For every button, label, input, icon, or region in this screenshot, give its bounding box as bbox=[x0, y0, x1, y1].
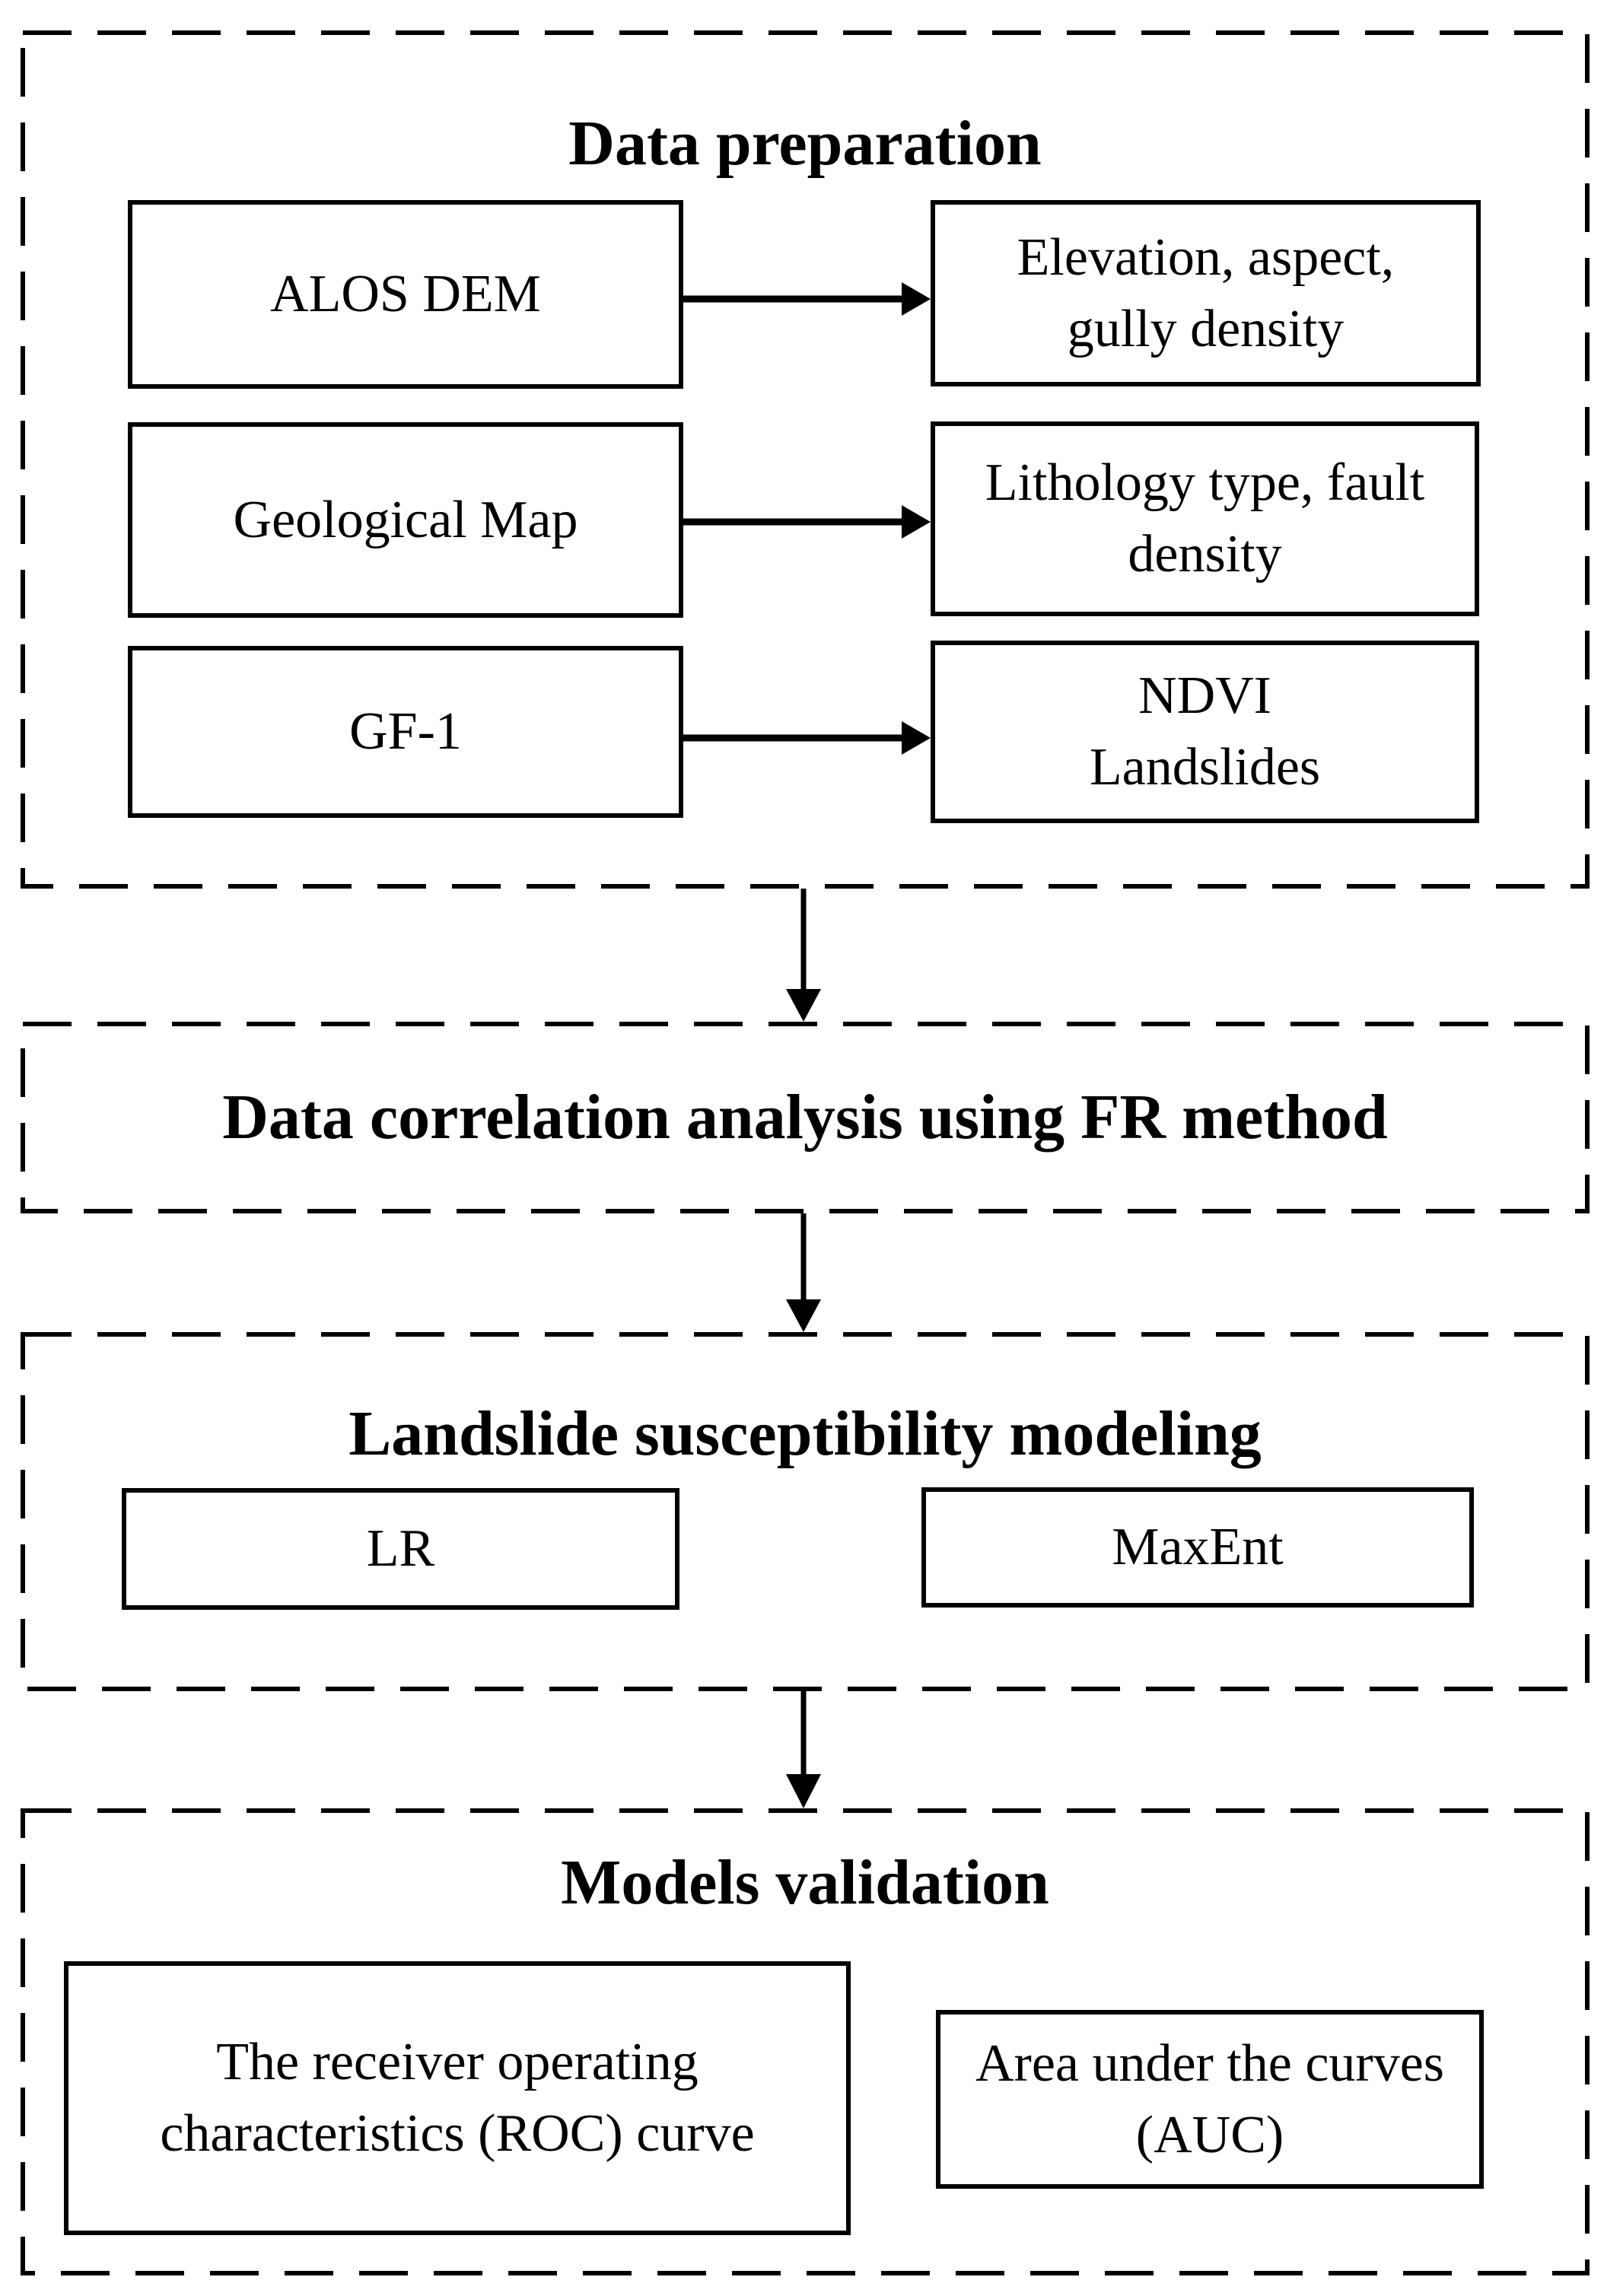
lr-model-box: LR bbox=[122, 1488, 679, 1610]
arrow-head bbox=[786, 1299, 821, 1332]
modeling-title: Landslide susceptibility modeling bbox=[348, 1398, 1262, 1469]
roc-curve-label: The receiver operating characteristics (… bbox=[160, 2033, 755, 2163]
data-preparation-section-border bbox=[21, 30, 1590, 889]
alos-dem-label: ALOS DEM bbox=[270, 265, 541, 324]
geological-map-box: Geological Map bbox=[128, 422, 683, 618]
data-preparation-title: Data preparation bbox=[568, 108, 1042, 179]
arrow-geology-to-factors bbox=[683, 505, 931, 539]
elevation-aspect-gully-box: Elevation, aspect, gully density bbox=[931, 200, 1481, 386]
maxent-model-label: MaxEnt bbox=[1112, 1518, 1284, 1577]
gf1-box: GF-1 bbox=[128, 646, 683, 818]
lithology-fault-box: Lithology type, fault density bbox=[931, 421, 1479, 616]
modeling-section-border bbox=[21, 1332, 1590, 1691]
validation-section-border bbox=[21, 1808, 1590, 2275]
arrow-head bbox=[786, 1774, 821, 1808]
geological-map-label: Geological Map bbox=[233, 490, 578, 549]
gf1-label: GF-1 bbox=[349, 702, 462, 762]
models-validation-title: Models validation bbox=[561, 1847, 1049, 1918]
correlation-section-border bbox=[21, 1022, 1590, 1213]
arrow-modeling-to-validation bbox=[786, 1691, 821, 1808]
roc-curve-box: The receiver operating characteristics (… bbox=[64, 1961, 851, 2235]
correlation-title: Data correlation analysis using FR metho… bbox=[222, 1082, 1388, 1153]
arrow-head bbox=[902, 282, 931, 316]
arrow-alos-to-factors bbox=[683, 282, 931, 316]
arrow-head bbox=[902, 505, 931, 539]
auc-label: Area under the curves (AUC) bbox=[975, 2034, 1445, 2164]
arrow-preparation-to-correlation bbox=[786, 889, 821, 1022]
arrow-gf1-to-factors bbox=[683, 721, 931, 755]
maxent-model-box: MaxEnt bbox=[921, 1487, 1474, 1608]
elevation-aspect-gully-label: Elevation, aspect, gully density bbox=[1017, 227, 1395, 358]
ndvi-landslides-box: NDVI Landslides bbox=[931, 641, 1479, 823]
auc-box: Area under the curves (AUC) bbox=[936, 2010, 1484, 2189]
arrow-head bbox=[902, 721, 931, 755]
arrow-correlation-to-modeling bbox=[786, 1213, 821, 1332]
ndvi-landslides-label: NDVI Landslides bbox=[1089, 666, 1321, 797]
alos-dem-box: ALOS DEM bbox=[128, 200, 683, 389]
lithology-fault-label: Lithology type, fault density bbox=[985, 453, 1425, 584]
arrow-head bbox=[786, 989, 821, 1022]
lr-model-label: LR bbox=[366, 1519, 435, 1579]
